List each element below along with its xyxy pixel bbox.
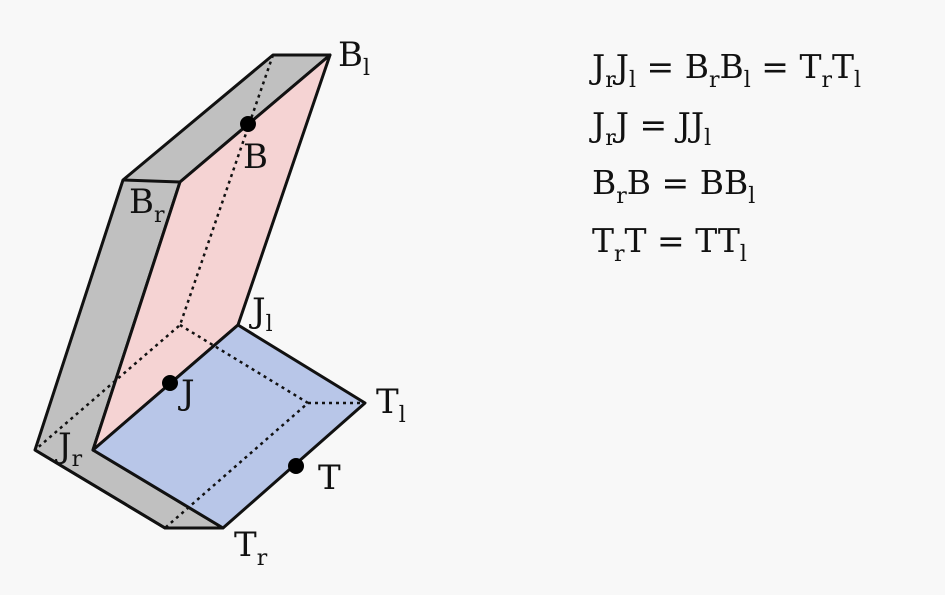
label-T: T xyxy=(318,458,341,498)
equation-2: JrJ = JJl xyxy=(589,105,711,151)
equation-1: JrJl = BrBl = TrTl xyxy=(589,47,861,93)
label-J-l: Jl xyxy=(249,291,273,337)
label-J: J xyxy=(178,373,195,413)
label-B-r: Br xyxy=(129,182,165,228)
equation-4: TrT = TTl xyxy=(592,221,747,267)
label-B-l: Bl xyxy=(338,35,370,81)
point-B xyxy=(240,116,256,132)
side-edge-top xyxy=(122,178,181,184)
hidden-edge-center xyxy=(34,54,275,451)
point-T xyxy=(288,458,304,474)
label-B: B xyxy=(243,137,268,177)
label-T-l: Tl xyxy=(376,382,406,428)
equation-3: BrB = BBl xyxy=(592,163,755,209)
point-J xyxy=(162,375,178,391)
label-J-r: Jr xyxy=(55,426,83,472)
label-T-r: Tr xyxy=(234,525,268,571)
side-edge-bottom xyxy=(34,448,223,530)
